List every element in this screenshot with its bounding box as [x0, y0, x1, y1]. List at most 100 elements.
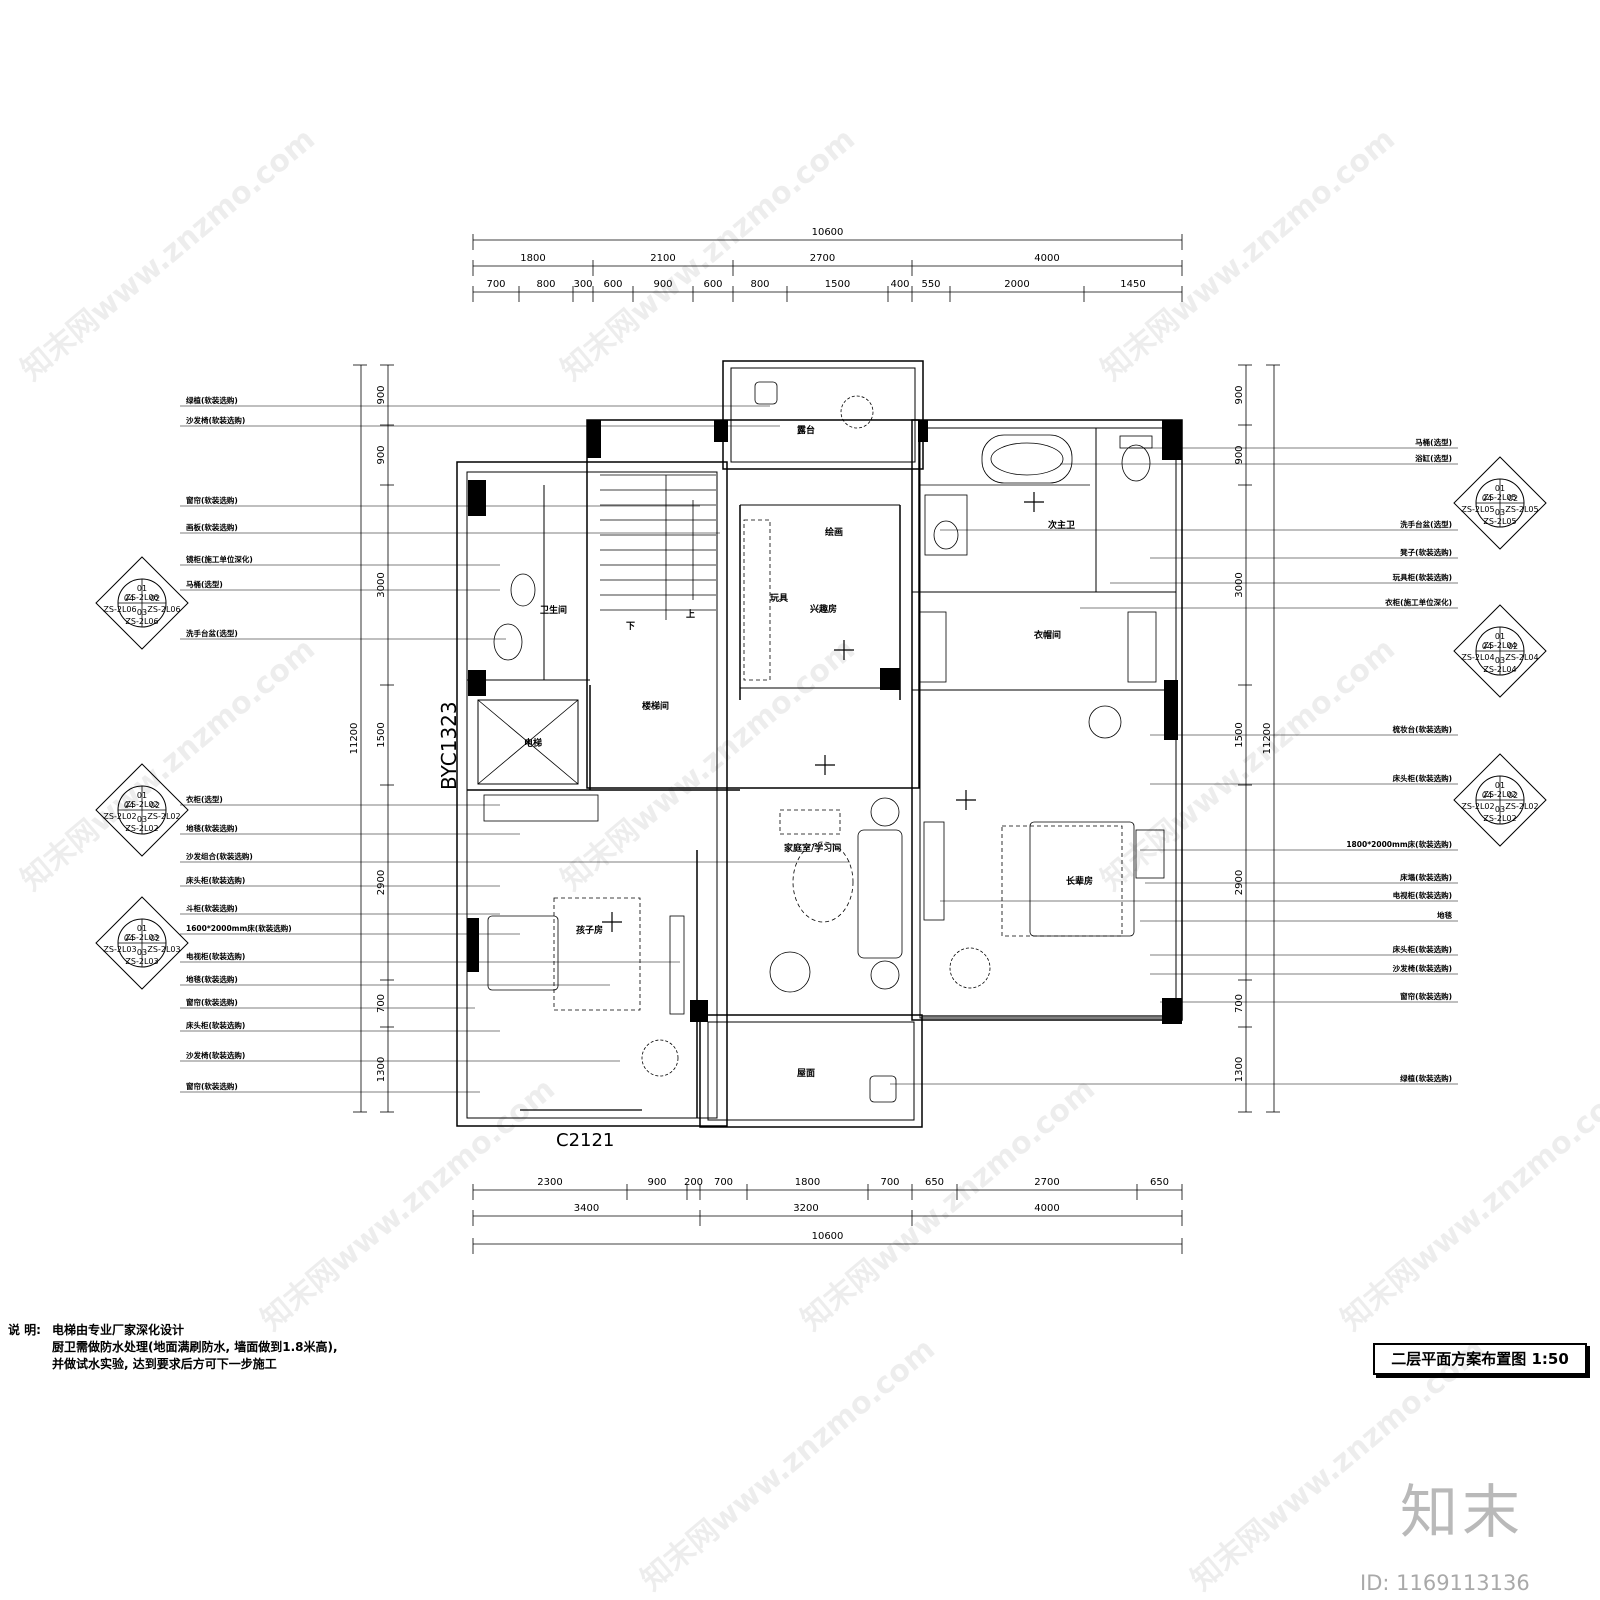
left-callouts: 绿植(软装选购)沙发椅(软装选购)窗帘(软装选购)画板(软装选购)镜柜(施工单位…: [180, 395, 850, 1093]
index-ref-bottom: ZS-2L02: [1483, 814, 1516, 823]
drawing-title: 二层平面方案布置图 1:50: [1373, 1343, 1587, 1375]
notes-label: 说 明:: [8, 1323, 41, 1337]
callout-left-6: 洗手台盆(选型): [186, 628, 238, 638]
dimension-label: 900: [647, 1177, 666, 1188]
dimension-label: 650: [1150, 1177, 1169, 1188]
index-top: 01: [1495, 781, 1505, 790]
callout-right-12: 床头柜(软装选购): [1393, 944, 1452, 954]
dimension-label: 300: [573, 279, 592, 290]
index-ref-top: ZS-2L06: [125, 593, 158, 602]
stairs-down: 下: [626, 621, 635, 632]
furniture: [487, 381, 1176, 1111]
index-left: 04: [1482, 494, 1492, 503]
index-top: 01: [137, 584, 147, 593]
design-notes: 说 明: 电梯由专业厂家深化设计 厨卫需做防水处理(地面满刷防水, 墙面做到1.…: [8, 1322, 338, 1373]
dimension-label: 2000: [1004, 279, 1029, 290]
room-toys: 玩具: [770, 593, 788, 604]
index-ref-bottom: ZS-2L04: [1483, 665, 1516, 674]
callout-left-15: 窗帘(软装选购): [186, 997, 238, 1007]
callout-right-3: 凳子(软装选购): [1399, 547, 1452, 557]
index-ref-right: ZS-2L03: [147, 945, 180, 954]
index-ref-bottom: ZS-2L06: [125, 617, 158, 626]
index-top: 01: [1495, 632, 1505, 641]
callout-right-9: 床塌(软装选购): [1400, 872, 1452, 882]
room-labels: 露台 次主卫 绘画 玩具 兴趣房 衣帽间 卫生间 下 上 楼梯间 电梯 家庭室/…: [524, 424, 1093, 1079]
callout-left-13: 电视柜(软装选购): [186, 951, 245, 961]
callout-right-15: 绿植(软装选购): [1400, 1073, 1452, 1083]
dimension-label: 2900: [376, 870, 387, 895]
dimension-label: 700: [376, 994, 387, 1013]
right-callouts: 马桶(选型)浴缸(选型)洗手台盆(选型)凳子(软装选购)玩具柜(软装选购)衣柜(…: [890, 437, 1458, 1085]
callout-right-2: 洗手台盆(选型): [1400, 519, 1452, 529]
index-ref-right: ZS-2L05: [1505, 505, 1538, 514]
index-ref-right: ZS-2L02: [1505, 802, 1538, 811]
callout-left-12: 1600*2000mm床(软装选购): [186, 923, 292, 933]
index-ref-right: ZS-2L06: [147, 605, 180, 614]
callout-right-5: 衣柜(施工单位深化): [1385, 597, 1452, 607]
index-bottom: 03: [1495, 508, 1505, 517]
building-walls: [456, 360, 1183, 1128]
dimension-label: 10600: [812, 227, 844, 238]
dimension-label: 1300: [376, 1057, 387, 1082]
dimension-label: 3000: [1234, 572, 1245, 597]
dimension-label: 900: [376, 445, 387, 464]
dimension-label: 650: [925, 1177, 944, 1188]
index-bottom: 03: [1495, 656, 1505, 665]
dimension-label: 700: [714, 1177, 733, 1188]
dimension-label: 800: [536, 279, 555, 290]
callout-left-17: 沙发椅(软装选购): [186, 1050, 245, 1060]
index-left: 04: [1482, 791, 1492, 800]
notes-line-1: 电梯由专业厂家深化设计: [52, 1323, 185, 1337]
dimension-label: 600: [703, 279, 722, 290]
dimension-label: 11200: [349, 723, 360, 755]
callout-right-11: 地毯: [1437, 910, 1453, 920]
brand-logo: 知末: [1400, 1478, 1525, 1546]
callout-left-5: 马桶(选型): [186, 579, 223, 589]
callout-left-9: 沙发组合(软装选购): [186, 851, 253, 861]
index-ref-bottom: ZS-2L02: [125, 824, 158, 833]
room-master-bath: 次主卫: [1048, 519, 1075, 531]
room-washroom: 卫生间: [540, 604, 567, 616]
dimension-label: 900: [653, 279, 672, 290]
index-ref-left: ZS-2L02: [1461, 802, 1494, 811]
room-painting: 绘画: [825, 526, 843, 538]
dimension-label: 11200: [1262, 723, 1273, 755]
index-right: 02: [150, 801, 160, 810]
index-right: 02: [1508, 791, 1518, 800]
index-ref-right: ZS-2L04: [1505, 653, 1538, 662]
dimension-label: 200: [684, 1177, 703, 1188]
callout-left-18: 窗帘(软装选购): [186, 1081, 238, 1091]
index-left: 04: [124, 934, 134, 943]
dimension-label: 900: [1234, 385, 1245, 404]
room-elder: 长辈房: [1066, 875, 1093, 887]
index-right: 02: [150, 934, 160, 943]
callout-left-11: 斗柜(软装选购): [186, 903, 238, 913]
callout-right-6: 梳妆台(软装选购): [1393, 724, 1452, 734]
callout-left-16: 床头柜(软装选购): [186, 1020, 245, 1030]
room-stairwell: 楼梯间: [642, 700, 669, 712]
dimension-label: 1300: [1234, 1057, 1245, 1082]
dimension-label: 700: [880, 1177, 899, 1188]
callout-right-10: 电视柜(软装选购): [1393, 890, 1452, 900]
structural-columns: [467, 420, 1182, 1024]
index-right: 02: [1508, 642, 1518, 651]
dimension-label: 4000: [1034, 253, 1059, 264]
callout-left-4: 镜柜(施工单位深化): [186, 554, 253, 564]
room-elevator: 电梯: [524, 737, 542, 749]
dimension-label: 2900: [1234, 870, 1245, 895]
index-ref-right: ZS-2L02: [147, 812, 180, 821]
callout-left-3: 画板(软装选购): [186, 522, 238, 532]
callout-left-14: 地毯(软装选购): [186, 974, 238, 984]
asset-id: ID: 1169113136: [1360, 1571, 1530, 1595]
dimension-label: 800: [750, 279, 769, 290]
dimension-label: 3000: [376, 572, 387, 597]
dimension-label: 2100: [650, 253, 675, 264]
dimension-label: 3200: [793, 1203, 818, 1214]
